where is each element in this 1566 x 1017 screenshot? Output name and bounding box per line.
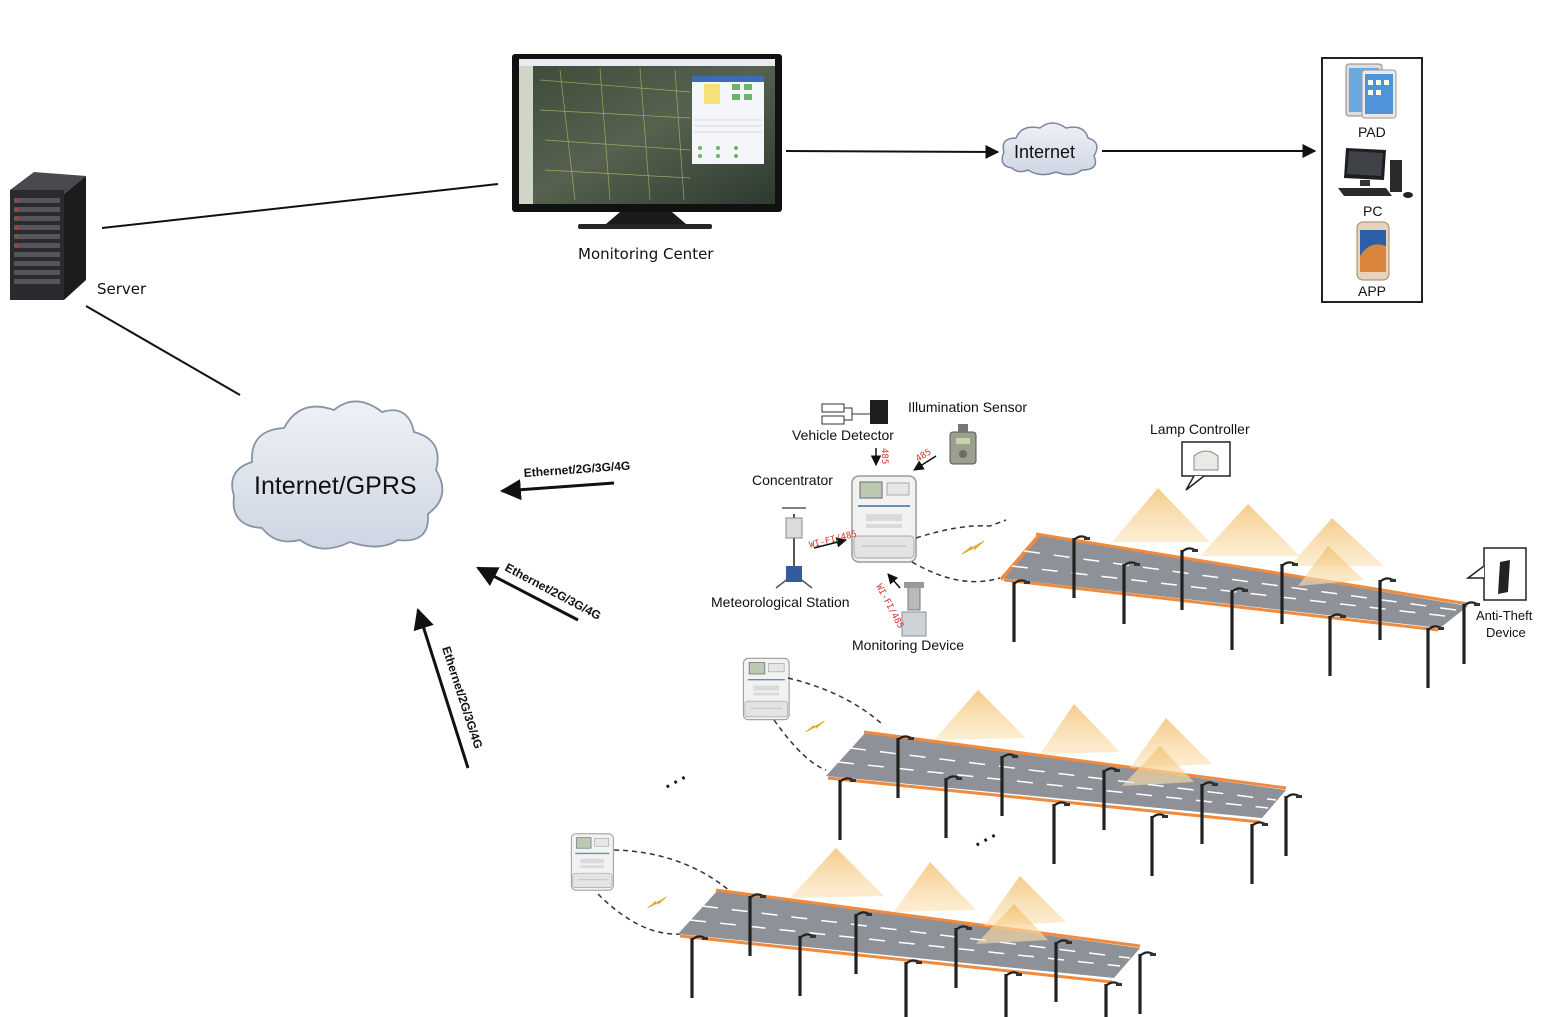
server-to-cloud-line <box>85 305 241 396</box>
wifi-met-label: WI-FI/485 <box>808 529 858 551</box>
street-segment-2 <box>826 690 1304 886</box>
meteorological-station-icon <box>775 507 813 589</box>
internet-gprs-label: Internet/GPRS <box>254 472 417 500</box>
server-label: Server <box>97 280 147 298</box>
app-label: APP <box>1358 283 1386 299</box>
concentrator-device-icon <box>851 475 917 563</box>
monitoring-center-label: Monitoring Center <box>578 245 714 263</box>
server-icon <box>10 172 86 300</box>
wifi-mon-label: WI-FI/485 <box>873 583 905 631</box>
concentrator-device-icon-2 <box>742 657 790 721</box>
anti-theft-label-line2: Device <box>1486 625 1526 640</box>
lamp-controller-label: Lamp Controller <box>1150 421 1250 437</box>
illumination-sensor-icon <box>949 424 977 465</box>
monitor-to-internet-arrow <box>785 144 1000 159</box>
vehicle-detector-label: Vehicle Detector <box>792 427 894 443</box>
server-to-monitor-line <box>101 183 499 229</box>
internet-gprs-cloud-icon <box>231 400 444 550</box>
ethernet-arrow-middle <box>476 566 579 622</box>
concentrator-label: Concentrator <box>752 472 833 488</box>
vehicle-detector-icon <box>821 400 888 425</box>
client-devices-box: PAD PC APP <box>1321 57 1423 303</box>
street-segment-1 <box>1000 488 1482 690</box>
app-phone-icon <box>1356 221 1390 281</box>
ethernet-label-top: Ethernet/2G/3G/4G <box>523 459 630 480</box>
internet-label: Internet <box>1014 142 1075 162</box>
ellipsis-left: … <box>652 755 691 796</box>
illumination-sensor-label: Illumination Sensor <box>908 399 1027 415</box>
ethernet-arrow-bottom <box>413 607 470 769</box>
pad-label: PAD <box>1358 124 1386 140</box>
lamp-controller-icon <box>1181 441 1231 491</box>
ellipsis-right: … <box>962 813 1001 854</box>
wireless-bolt-icon-3 <box>647 896 667 909</box>
ethernet-label-middle: Ethernet/2G/3G/4G <box>503 560 604 622</box>
meteorological-station-label: Meteorological Station <box>711 594 850 610</box>
rs485-illum-label: 485 <box>914 447 933 464</box>
monitoring-device-label: Monitoring Device <box>852 637 964 653</box>
monitoring-center-monitor-icon <box>512 54 782 229</box>
internet-cloud-icon <box>1001 122 1098 176</box>
pc-icon <box>1338 148 1413 198</box>
rs485-vehicle-label: 485 <box>879 448 889 464</box>
ethernet-arrow-top <box>499 479 615 501</box>
concentrator-device-icon-3 <box>570 833 615 891</box>
pad-icon <box>1345 63 1397 119</box>
street-segment-3 <box>678 848 1158 1017</box>
wireless-bolt-icon-1 <box>961 540 985 555</box>
anti-theft-label-line1: Anti-Theft <box>1476 608 1533 623</box>
anti-theft-device-icon <box>1465 547 1527 601</box>
monitoring-device-icon <box>901 582 927 637</box>
wireless-bolt-icon-2 <box>805 720 825 733</box>
pc-label: PC <box>1363 203 1382 219</box>
